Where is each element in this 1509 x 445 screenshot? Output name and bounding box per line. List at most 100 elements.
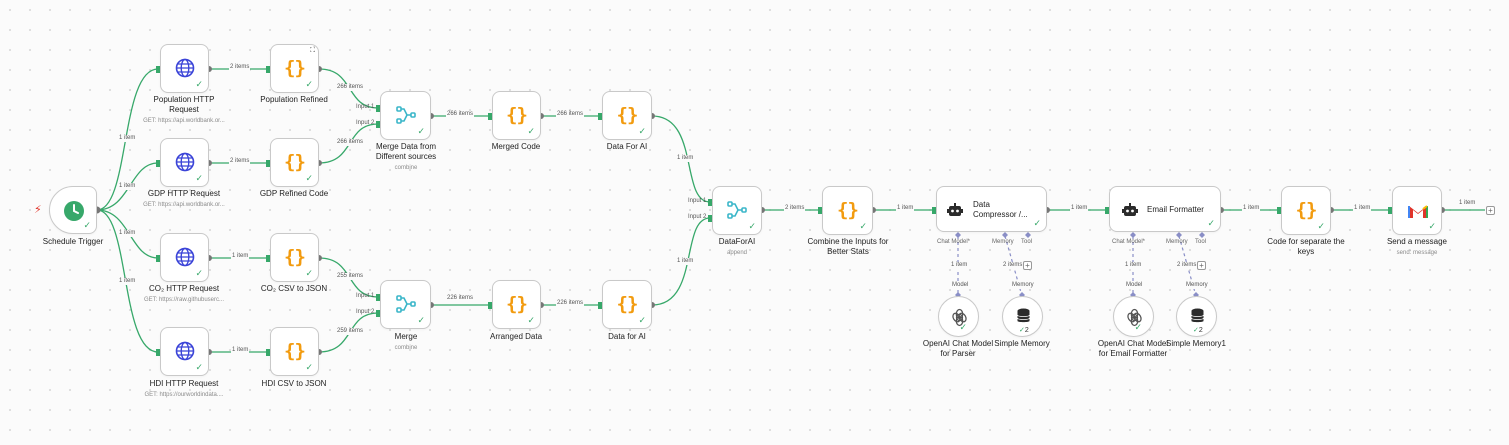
success-check-icon: ✓ bbox=[1033, 218, 1041, 228]
dataforai-sub: append bbox=[726, 250, 748, 256]
data-for-ai-bottom-node[interactable]: {} ✓ bbox=[602, 280, 652, 329]
dataforai-label: DataForAI bbox=[718, 237, 756, 246]
success-check-icon: ✓ bbox=[195, 173, 203, 183]
code-braces-icon: {} bbox=[284, 339, 306, 362]
success-check-icon: ✓ bbox=[195, 79, 203, 89]
openai-email-node[interactable]: ✓ bbox=[1113, 296, 1154, 337]
edge-label: 255 items bbox=[336, 273, 365, 280]
input2-label: Input 2 bbox=[688, 214, 707, 220]
code-braces-icon: {} bbox=[1295, 198, 1318, 221]
success-check-icon: ✓ bbox=[748, 221, 756, 231]
merge-node[interactable]: ✓ bbox=[380, 280, 431, 329]
merged-code-node[interactable]: {} ✓ bbox=[492, 91, 541, 140]
simple-memory-label: Simple Memory bbox=[994, 339, 1050, 348]
gdp-http-label: GDP HTTP Request bbox=[147, 189, 221, 198]
tool-port-label: Tool bbox=[1195, 239, 1207, 245]
edge-label: 1 item bbox=[896, 205, 915, 212]
edge-label: 1 item bbox=[1353, 205, 1372, 212]
success-check-icon: ✓ bbox=[417, 126, 425, 136]
data-for-ai-bottom-label: Data for AI bbox=[608, 332, 646, 341]
dataforai-merge-node[interactable]: ✓ bbox=[712, 186, 762, 235]
population-refined-label: Population Refined bbox=[260, 95, 328, 104]
add-tool-button[interactable]: + bbox=[1023, 261, 1032, 270]
model-label: Model bbox=[1125, 282, 1144, 289]
success-check-icon: ✓ bbox=[1317, 221, 1325, 231]
edge-label: 1 item bbox=[676, 258, 695, 265]
hdi-http-label: HDI HTTP Request bbox=[149, 379, 219, 388]
arranged-data-node[interactable]: {} ✓ bbox=[492, 280, 541, 329]
arranged-data-label: Arranged Data bbox=[489, 332, 543, 341]
simple-memory1-node[interactable]: ✓2 bbox=[1176, 296, 1217, 337]
success-check-icon: ✓ bbox=[527, 315, 535, 325]
co2-csv-node[interactable]: {} ✓ bbox=[270, 233, 319, 282]
edge-label: 1 item bbox=[1124, 262, 1143, 269]
code-braces-icon: {} bbox=[506, 292, 528, 315]
edge-label: 1 item bbox=[231, 347, 250, 354]
openai-parser-node[interactable]: ✓ bbox=[938, 296, 979, 337]
edge-label: 1 item bbox=[676, 155, 695, 162]
memory-count-badge: ✓2 bbox=[1019, 327, 1029, 334]
clock-icon bbox=[64, 201, 84, 221]
success-check-icon: ✓ bbox=[638, 315, 646, 325]
data-for-ai-top-node[interactable]: {} ✓ bbox=[602, 91, 652, 140]
merged-code-label: Merged Code bbox=[491, 142, 541, 151]
simple-memory-node[interactable]: ✓2 bbox=[1002, 296, 1043, 337]
globe-icon bbox=[175, 247, 194, 266]
hdi-http-node[interactable]: ✓ bbox=[160, 327, 209, 376]
success-check-icon: ✓ bbox=[1207, 218, 1215, 228]
population-refined-node[interactable]: {} ⛶ ✓ bbox=[270, 44, 319, 93]
model-label: Model bbox=[951, 282, 970, 289]
merge-sources-node[interactable]: ✓ bbox=[380, 91, 431, 140]
merge-label: Merge bbox=[394, 332, 418, 341]
edge-label: 1 item bbox=[231, 253, 250, 260]
success-check-icon: ✓ bbox=[305, 79, 313, 89]
memory-label: Memory bbox=[1185, 282, 1209, 289]
success-check-icon: ✓ bbox=[638, 126, 646, 136]
success-check-icon: ✓ bbox=[83, 220, 91, 230]
combine-inputs-node[interactable]: {} ✓ bbox=[822, 186, 873, 235]
gdp-http-node[interactable]: ✓ bbox=[160, 138, 209, 187]
code-braces-icon: {} bbox=[616, 292, 639, 315]
population-http-node[interactable]: ✓ bbox=[160, 44, 209, 93]
memory-label: Memory bbox=[1011, 282, 1035, 289]
success-check-icon: ✓ bbox=[1428, 221, 1436, 231]
tool-port-label: Tool bbox=[1021, 239, 1033, 245]
success-check-icon: ✓ bbox=[417, 315, 425, 325]
code-separate-node[interactable]: {} ✓ bbox=[1281, 186, 1331, 235]
gmail-send-node[interactable]: ✓ bbox=[1392, 186, 1442, 235]
code-braces-icon: {} bbox=[284, 56, 306, 79]
schedule-trigger-node[interactable]: ✓ bbox=[49, 186, 97, 234]
co2-csv-label: CO₂ CSV to JSON bbox=[260, 284, 328, 293]
openai-icon bbox=[1127, 308, 1142, 327]
hdi-csv-node[interactable]: {} ✓ bbox=[270, 327, 319, 376]
add-node-button[interactable]: + bbox=[1486, 206, 1495, 215]
add-tool-button[interactable]: + bbox=[1197, 261, 1206, 270]
success-check-icon: ✓ bbox=[1134, 322, 1142, 332]
edge-label: 226 items bbox=[556, 300, 585, 307]
edge-label: 1 item bbox=[118, 135, 137, 142]
edge-label: 1 item bbox=[118, 278, 137, 285]
simple-memory1-label: Simple Memory1 bbox=[1165, 339, 1226, 348]
input1-label: Input 1 bbox=[688, 198, 707, 204]
openai-icon bbox=[952, 308, 967, 327]
hdi-csv-label: HDI CSV to JSON bbox=[261, 379, 327, 388]
email-formatter-agent-node[interactable]: Email Formatter ✓ bbox=[1109, 186, 1221, 232]
edge-label: 266 items bbox=[446, 111, 475, 118]
merge-sources-sub: combine bbox=[394, 165, 418, 171]
merge-sub: combine bbox=[394, 345, 418, 351]
gdp-refined-node[interactable]: {} ✓ bbox=[270, 138, 319, 187]
code-braces-icon: {} bbox=[616, 103, 639, 126]
send-message-sub: send: message bbox=[1396, 250, 1438, 256]
robot-icon bbox=[947, 203, 963, 216]
expand-icon[interactable]: ⛶ bbox=[310, 47, 315, 54]
edge-label: 2 items bbox=[1002, 262, 1024, 269]
data-for-ai-top-label: Data For AI bbox=[606, 142, 648, 151]
population-http-sub: GET: https://api.worldbank.or... bbox=[143, 118, 225, 124]
send-message-label: Send a message bbox=[1386, 237, 1448, 246]
co2-http-node[interactable]: ✓ bbox=[160, 233, 209, 282]
